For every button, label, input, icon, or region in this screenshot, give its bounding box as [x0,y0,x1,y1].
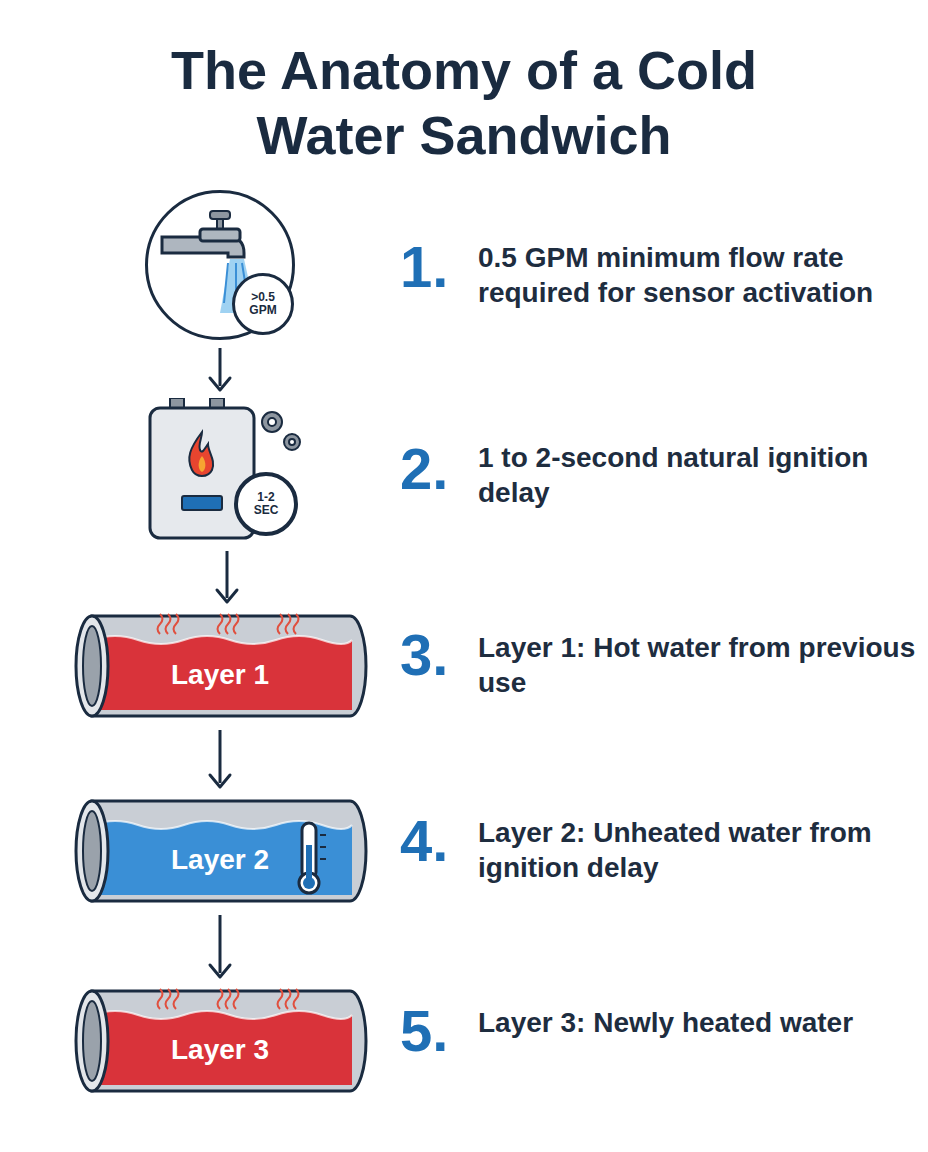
diagram-title: The Anatomy of a Cold Water Sandwich [154,38,774,168]
step-number: 3. [400,626,448,684]
pipe-segment: Layer 2 [70,795,370,907]
pipe-segment: Layer 1 [70,610,370,722]
gauge-text: >0.5 GPM [243,291,283,317]
faucet-circle: >0.5 GPM [145,190,295,340]
step-number: 5. [400,1002,448,1060]
step-description: Layer 2: Unheated water from ignition de… [478,815,916,885]
step-description: 1 to 2-second natural ignition delay [478,440,916,510]
layer-name: Layer 3 [171,1034,269,1066]
gauge-text: 1-2 SEC [248,491,284,517]
layer-name: Layer 1 [171,659,269,691]
step-description: Layer 3: Newly heated water [478,1005,916,1040]
step-description: 0.5 GPM minimum flow rate required for s… [478,240,916,310]
flow-gauge: >0.5 GPM [232,273,294,335]
flow-arrow [210,348,230,390]
stopwatch: 1-2 SEC [234,472,298,536]
flow-arrow [210,915,230,977]
step-description: Layer 1: Hot water from previous use [478,630,916,700]
pipe-segment: Layer 3 [70,985,370,1097]
layer-name: Layer 2 [171,844,269,876]
flow-arrow [210,730,230,787]
water-heater: 1-2 SEC [142,398,312,543]
step-number: 2. [400,440,448,498]
step-number: 1. [400,238,448,296]
step-number: 4. [400,812,448,870]
flow-arrow [217,551,237,602]
